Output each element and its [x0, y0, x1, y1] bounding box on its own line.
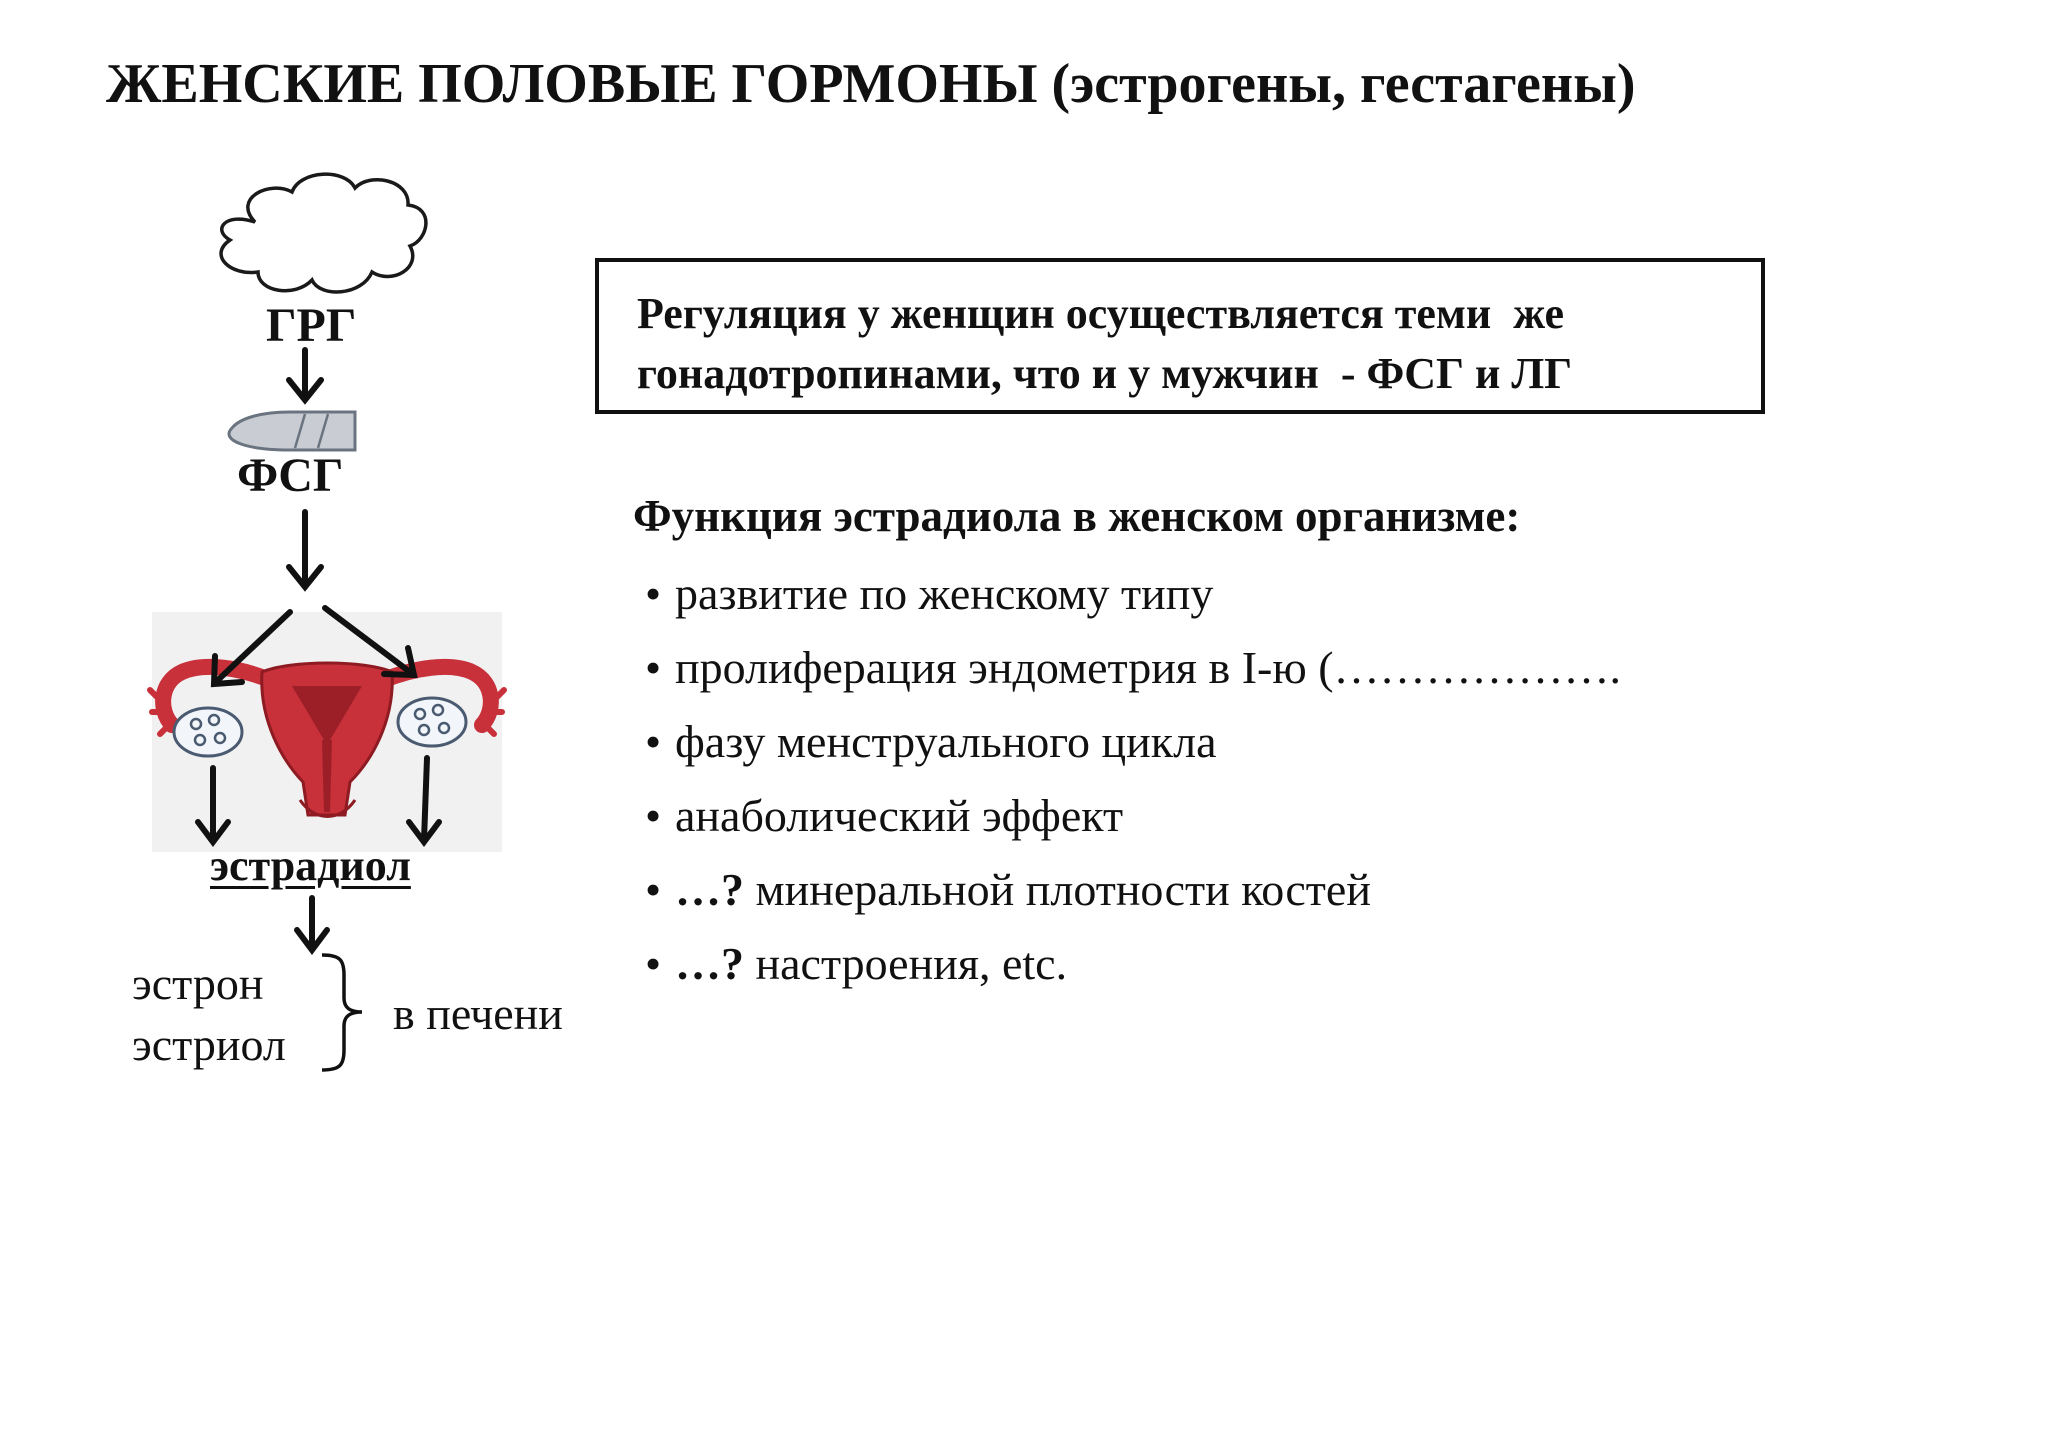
bullet-dot-icon: •: [645, 568, 662, 619]
function-item-bold: …?: [675, 864, 744, 915]
function-item-bold: …?: [675, 938, 744, 989]
estriol-label: эстриол: [132, 1019, 286, 1070]
page-title: ЖЕНСКИЕ ПОЛОВЫЕ ГОРМОНЫ (эстрогены, гест…: [106, 53, 1636, 115]
liver-label: в печени: [393, 988, 563, 1039]
estradiol-label: эстрадиол: [210, 841, 411, 890]
arrow-estradiol-down: [294, 895, 330, 955]
right-ovary-icon: [396, 696, 468, 748]
grg-label: ГРГ: [266, 299, 357, 352]
arrow-grg-to-pituitary: [286, 347, 324, 405]
arrow-to-left-ovary: [210, 609, 293, 688]
arrow-left-ovary-down: [195, 765, 231, 847]
function-item-text: минеральной плотности костей: [744, 864, 1371, 915]
function-item: • пролиферация эндометрия в I-ю (……………….: [645, 641, 1621, 694]
function-item: • фазу менструального цикла: [645, 715, 1217, 768]
bullet-dot-icon: •: [645, 864, 662, 915]
function-item: • …? минеральной плотности костей: [645, 863, 1371, 916]
estron-label: эстрон: [132, 958, 264, 1009]
functions-heading: Функция эстрадиола в женском организме:: [633, 491, 1521, 541]
function-item: • развитие по женскому типу: [645, 567, 1213, 620]
left-ovary-icon: [172, 706, 244, 758]
function-item-text: настроения, etc.: [744, 938, 1068, 989]
bullet-dot-icon: •: [645, 642, 662, 693]
function-item-text: фазу менструального цикла: [675, 716, 1217, 767]
function-item-text: анаболический эффект: [675, 790, 1124, 841]
function-item-text: развитие по женскому типу: [675, 568, 1214, 619]
function-item-text: пролиферация эндометрия в I-ю (……………….: [675, 642, 1622, 693]
fsg-label: ФСГ: [237, 449, 344, 502]
function-item: • анаболический эффект: [645, 789, 1123, 842]
regulation-box: Регуляция у женщин осуществляется теми ж…: [595, 258, 1765, 414]
regulation-text-line-1: Регуляция у женщин осуществляется теми ж…: [637, 289, 1565, 338]
arrow-right-ovary-down: [406, 755, 442, 847]
bullet-dot-icon: •: [645, 716, 662, 767]
pituitary-gland-icon: [227, 410, 357, 452]
function-item: • …? настроения, etc.: [645, 937, 1067, 990]
arrow-fsg-down: [286, 509, 324, 592]
bullet-dot-icon: •: [645, 790, 662, 841]
regulation-text-line-2: гонадотропинами, что и у мужчин - ФСГ и …: [637, 349, 1573, 398]
bullet-dot-icon: •: [645, 938, 662, 989]
brace-icon: [321, 953, 363, 1072]
arrow-to-right-ovary: [322, 605, 418, 679]
hypothalamus-cloud-icon: [219, 172, 428, 294]
